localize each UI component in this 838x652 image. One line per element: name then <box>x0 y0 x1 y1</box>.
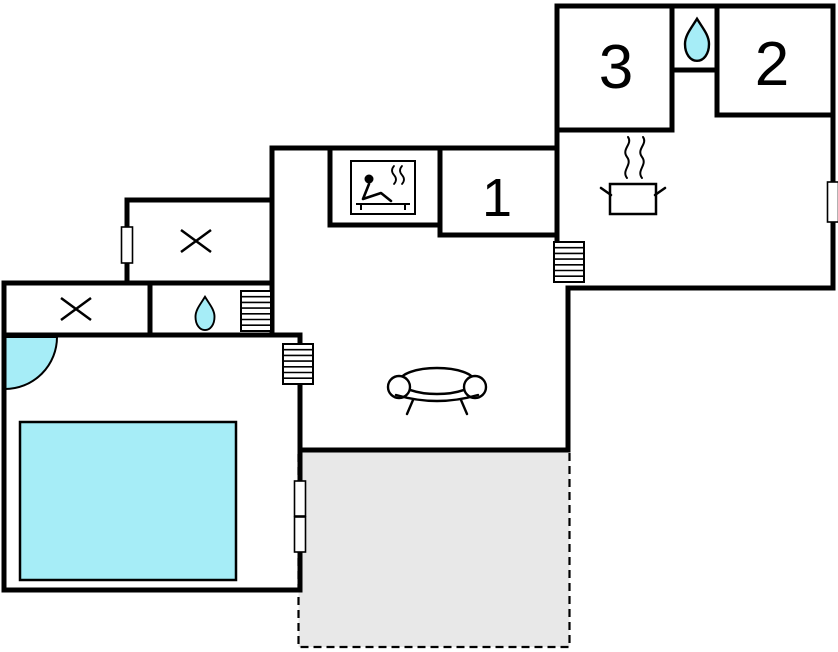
water-drop-icon <box>683 17 711 62</box>
room-1-label: 1 <box>482 168 512 228</box>
stairs-icon <box>282 343 314 385</box>
window-cross-icon <box>180 228 212 254</box>
door-icon <box>826 181 838 223</box>
swimming-pool <box>18 420 238 582</box>
stairs-icon <box>553 241 585 283</box>
cooking-pot-icon <box>599 136 667 216</box>
room-2-label: 2 <box>755 30 789 99</box>
water-drop-icon <box>194 295 216 331</box>
stairs-icon <box>240 290 272 332</box>
door-icon <box>120 226 134 264</box>
window-cross-icon <box>60 296 92 322</box>
doors <box>120 181 838 553</box>
sofa-icon <box>386 366 488 416</box>
terrace-area <box>297 449 571 649</box>
door-icon <box>293 480 307 517</box>
room-3-label: 3 <box>599 33 633 102</box>
door-icon <box>293 516 307 553</box>
corner-arc-icon <box>4 336 59 391</box>
sauna-icon <box>350 160 416 215</box>
